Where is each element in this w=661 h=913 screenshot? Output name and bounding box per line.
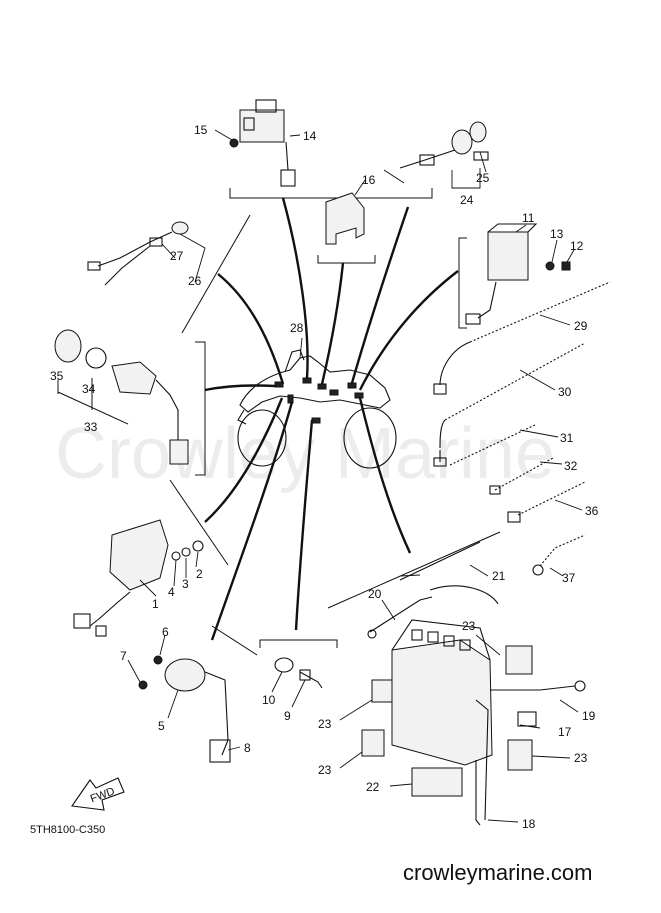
part-label-25: 25	[476, 171, 490, 185]
part-label-26: 26	[188, 274, 202, 288]
sensor-9-10	[274, 657, 323, 689]
part-label-24: 24	[460, 193, 474, 207]
part-label-5: 5	[158, 719, 165, 733]
site-url: crowleymarine.com	[403, 860, 593, 885]
part-label-10: 10	[262, 693, 276, 707]
part-label-6: 6	[162, 625, 169, 639]
part-label-16: 16	[362, 173, 376, 187]
part-label-22: 22	[366, 780, 380, 794]
forward-arrow-icon: FWD	[71, 777, 125, 811]
battery-lead	[367, 541, 499, 639]
part-label-19: 19	[582, 709, 596, 723]
group-brackets	[169, 169, 501, 656]
diagram-code: 5TH8100-C350	[30, 824, 105, 836]
part-label-30: 30	[558, 385, 572, 399]
part-label-28: 28	[290, 321, 304, 335]
part-label-18: 18	[522, 817, 536, 831]
cover-16	[325, 192, 365, 245]
part-label-20: 20	[368, 587, 382, 601]
part-label-33: 33	[84, 420, 98, 434]
battery	[361, 619, 586, 826]
part-label-12: 12	[570, 239, 584, 253]
part-label-15: 15	[194, 123, 208, 137]
leader-lines	[127, 129, 583, 823]
part-label-13: 13	[550, 227, 564, 241]
part-label-11: 11	[522, 211, 535, 225]
part-labels: 1 2 3 4 5 6 7 8 9 10 11 12 13 14 15 16 1…	[50, 123, 599, 831]
ignition-coil-group	[399, 121, 489, 169]
main-switch	[54, 329, 189, 465]
part-label-34: 34	[82, 382, 96, 396]
part-label-2: 2	[196, 567, 203, 581]
connector-lead-26	[87, 221, 189, 286]
ignition-coil	[138, 655, 231, 763]
part-label-31: 31	[560, 431, 574, 445]
part-label-8: 8	[244, 741, 251, 755]
cable-ties	[433, 281, 611, 576]
part-label-23c: 23	[318, 763, 332, 777]
part-label-21: 21	[492, 569, 506, 583]
part-label-37: 37	[562, 571, 576, 585]
part-label-14: 14	[303, 129, 317, 143]
cdi-unit	[465, 223, 571, 325]
part-label-4: 4	[168, 585, 175, 599]
part-label-3: 3	[182, 577, 189, 591]
part-label-27: 27	[170, 249, 184, 263]
part-label-29: 29	[574, 319, 588, 333]
starter-relay	[229, 99, 296, 187]
part-label-7: 7	[120, 649, 127, 663]
part-label-23a: 23	[462, 619, 476, 633]
part-label-17: 17	[558, 725, 572, 739]
part-label-32: 32	[564, 459, 578, 473]
part-label-9: 9	[284, 709, 291, 723]
wiring-harness	[204, 197, 459, 641]
part-label-36: 36	[585, 504, 599, 518]
part-label-23d: 23	[574, 751, 588, 765]
part-label-35: 35	[50, 369, 64, 383]
rectifier-regulator	[73, 519, 204, 637]
watermark: Crowley Marine	[55, 414, 555, 494]
part-label-23b: 23	[318, 717, 332, 731]
part-label-1: 1	[152, 597, 159, 611]
